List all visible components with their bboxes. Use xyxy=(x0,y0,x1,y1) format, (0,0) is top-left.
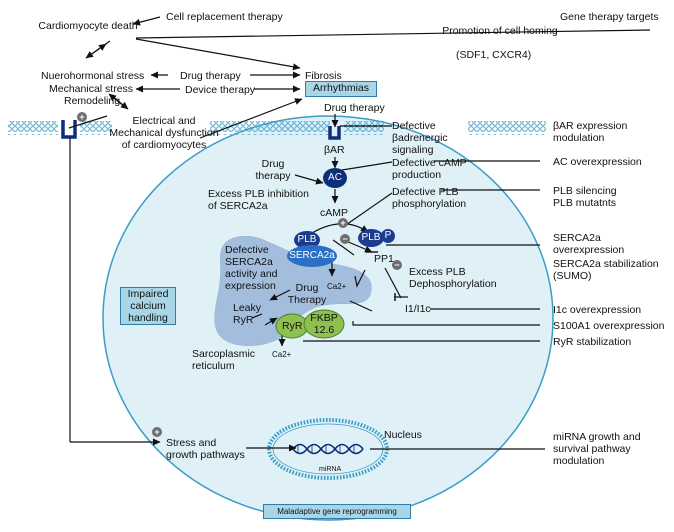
maladaptive-box: Maladaptive gene reprogramming xyxy=(263,504,411,519)
drug-therapy-top-label: Drug therapy xyxy=(324,102,385,114)
minus-glyph-2: − xyxy=(394,260,400,270)
plb-p-molecule xyxy=(358,229,384,247)
cell-replacement-label: Cell replacement therapy xyxy=(166,11,283,23)
cardiomyocyte-death-label: Cardiomyocyte death xyxy=(38,20,138,32)
plus-circle-3 xyxy=(152,427,162,437)
cell-homing-label: Promotion of cell homing xyxy=(442,25,558,37)
plus-circle-1 xyxy=(77,112,87,122)
drug-therapy-mid-label: Drug therapy xyxy=(255,158,291,182)
connectors xyxy=(68,16,651,452)
sarcoplasmic-reticulum-label: Sarcoplasmic reticulum xyxy=(192,348,256,372)
plb-p-label: PLB xyxy=(361,232,381,243)
plus-glyph-3: + xyxy=(154,427,160,437)
leaky-ryr-label: Leaky RyR xyxy=(233,302,262,326)
mirna-small-label: miRNA xyxy=(319,466,342,473)
i1-label: I1/I1c xyxy=(405,303,431,315)
pp1-label: PP1 xyxy=(374,253,394,265)
mechanical-stress-label: Mechanical stress xyxy=(49,83,134,95)
ac-overexpression-target: AC overexpression xyxy=(553,156,642,168)
arrhythmias-box: Arrhythmias xyxy=(305,81,377,97)
membrane-left-2 xyxy=(80,121,112,135)
membrane-mid-2 xyxy=(344,121,384,135)
fibrosis-label: Fibrosis xyxy=(305,70,342,82)
drug-therapy-sr-label: Drug Therapy xyxy=(287,282,327,306)
plus-circle-2 xyxy=(338,218,348,228)
minus-glyph-1: − xyxy=(342,234,348,244)
serca-molecule xyxy=(287,245,337,267)
bar-receptor-icon xyxy=(328,126,341,140)
device-therapy-label: Device therapy xyxy=(185,84,256,96)
nucleus-label: Nucleus xyxy=(384,429,422,441)
serca-overexpression-target: SERCA2a overexpression xyxy=(553,232,625,256)
mirna-modulation-target: miRNA growth and survival pathway modula… xyxy=(553,431,641,467)
membrane-mid xyxy=(210,121,330,135)
plb-molecule xyxy=(294,231,320,249)
ca-label: Ca2+ xyxy=(327,282,347,291)
drug-therapy-label: Drug therapy xyxy=(180,70,241,82)
electrical-mechanical-label: Electrical and Mechanical dysfunction of… xyxy=(109,115,219,151)
p-molecule xyxy=(381,229,395,243)
sr-shape xyxy=(214,235,372,346)
membrane-right xyxy=(468,121,546,135)
plb-label: PLB xyxy=(297,234,317,245)
defective-serca-label: Defective SERCA2a activity and expressio… xyxy=(225,244,278,292)
camp-label: cAMP xyxy=(320,207,349,219)
excess-plb-label: Excess PLB inhibition of SERCA2a xyxy=(208,188,309,212)
s100a1-overexpression-target: S100A1 overexpression xyxy=(553,320,665,332)
serca-stabilization-target: SERCA2a stabilization (SUMO) xyxy=(553,258,659,282)
minus-circle-1 xyxy=(340,234,350,244)
ac-molecule xyxy=(323,168,347,188)
gene-therapy-targets-title: Gene therapy targets xyxy=(560,11,659,23)
minus-circle-2 xyxy=(392,260,402,270)
bar-label: βAR xyxy=(324,144,345,156)
remodeling-label: Remodeling xyxy=(64,95,121,107)
ryr-stabilization-target: RyR stabilization xyxy=(553,336,632,348)
bar-modulation-target: βAR expression modulation xyxy=(553,120,628,144)
p-label: P xyxy=(384,230,392,241)
ryr-label: RyR xyxy=(282,320,303,332)
excess-dephos-label: Excess PLB Dephosphorylation xyxy=(409,266,497,290)
defective-camp-label: Defective cAMP production xyxy=(392,157,467,181)
i1c-overexpression-target: I1c overexpression xyxy=(553,304,642,316)
stress-growth-label: Stress and growth pathways xyxy=(166,437,245,461)
defective-badrenergic-label: Defective βadrenergic signaling xyxy=(392,120,448,156)
impaired-calcium-box: Impaired calcium handling xyxy=(120,287,176,325)
plus-glyph-2: + xyxy=(340,218,346,228)
fkbp-label: FKBP 12.6 xyxy=(310,312,338,336)
plus-glyph-1: + xyxy=(79,112,85,122)
dna-icon xyxy=(292,443,364,455)
defective-plb-phos-label: Defective PLB phosphorylation xyxy=(392,186,467,210)
serca-label: SERCA2a xyxy=(289,250,335,261)
cell-homing-factors: (SDF1, CXCR4) xyxy=(456,49,532,61)
ca2-label: Ca2+ xyxy=(272,350,292,359)
neurohormonal-stress-label: Nuerohormonal stress xyxy=(41,70,145,82)
left-channel-icon xyxy=(61,120,77,139)
membrane-left xyxy=(8,121,58,135)
inhibition-bars xyxy=(366,251,396,301)
fkbp-molecule xyxy=(303,309,345,339)
plb-silencing-target: PLB silencing PLB mutatnts xyxy=(553,185,617,209)
ac-label: AC xyxy=(328,172,342,183)
